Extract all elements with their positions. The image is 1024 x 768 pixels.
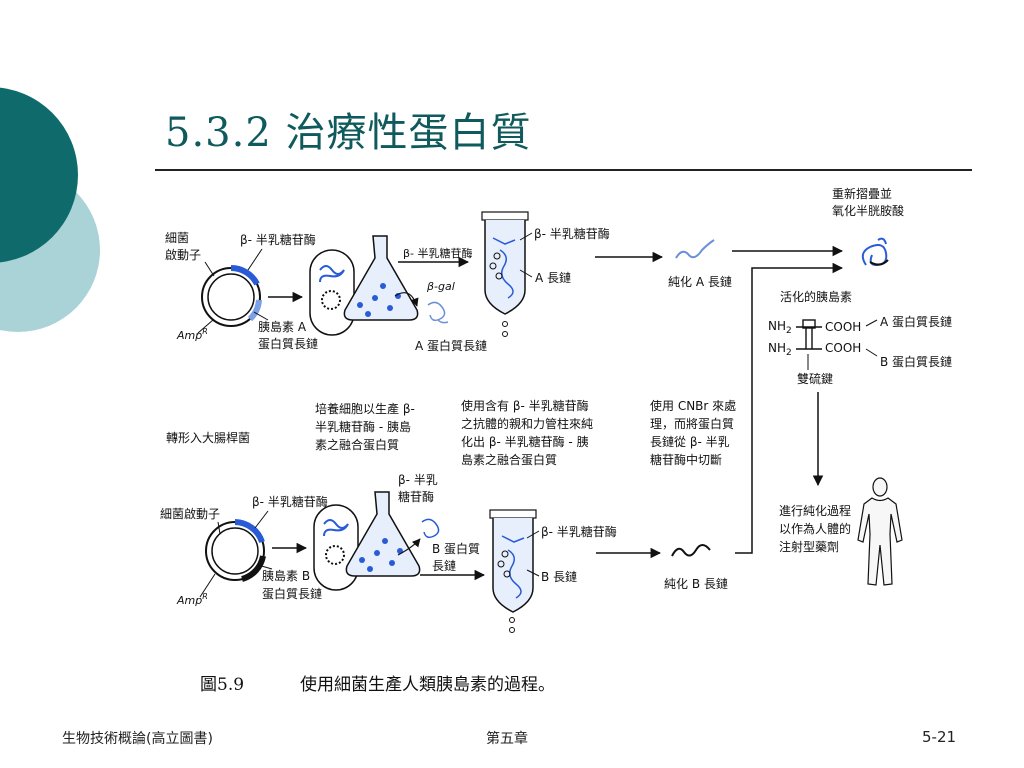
promoter-a-label-1: 細菌 [165, 231, 189, 245]
culture-text-1: 培養細胞以生產 β- [315, 401, 415, 416]
b-chain-protein-label-1: B 蛋白質 [432, 541, 480, 556]
cnbr-text-1: 使用 CNBr 來處 [650, 398, 736, 413]
final-text-3: 注射型藥劑 [779, 539, 839, 554]
beta-gal-flask-b-label-2: 糖苷酶 [398, 489, 434, 504]
insulin-a-label-1: 胰島素 A [258, 319, 307, 334]
nh2-1: NH2 [768, 319, 792, 336]
footer-book-title: 生物技術概論(高立圖書) [62, 731, 213, 747]
purified-a-label: 純化 A 長鏈 [668, 274, 732, 289]
flask-b [345, 491, 421, 577]
cnbr-text-2: 理，而將蛋白質 [650, 416, 734, 431]
purified-b-label: 純化 B 長鏈 [664, 576, 728, 591]
caption-number: 圖5.9 [200, 675, 245, 695]
title-underline [155, 169, 972, 171]
a-chain-label: A 長鏈 [535, 270, 571, 285]
beta-gal-column-b-label: β- 半乳糖苷酶 [541, 524, 617, 539]
bacterium-a [309, 249, 355, 336]
transform-label: 轉形入大腸桿菌 [166, 430, 250, 445]
human-figure-icon [857, 477, 903, 586]
disulfide-label: 雙硫鍵 [797, 371, 833, 386]
cnbr-text-3: 長鏈從 β- 半乳 [650, 434, 730, 449]
activated-insulin-label: 活化的胰島素 [780, 289, 852, 304]
beta-gal-b-label: β- 半乳糖苷酶 [252, 494, 328, 509]
b-chain-protein-right-label: B 蛋白質長鏈 [880, 354, 952, 369]
affinity-text-4: 島素之融合蛋白質 [461, 452, 557, 467]
slide-title: 5.3.2 治療性蛋白質 [165, 110, 532, 156]
beta-gal-short-label: β-gal [426, 280, 455, 293]
ampr-b-label: AmpR [176, 592, 208, 607]
insulin-b-label-1: 胰島素 B [262, 568, 310, 583]
beta-gal-flask-b-label-1: β- 半乳 [398, 473, 438, 487]
figure-caption: 圖5.9 使用細菌生產人類胰島素的過程。 [200, 670, 555, 695]
refold-label-2: 氧化半胱胺酸 [832, 203, 904, 218]
flask-a [343, 235, 419, 321]
refold-label-1: 重新摺疊並 [832, 186, 892, 201]
plasmid-a [201, 261, 262, 327]
plasmid-b [205, 519, 266, 582]
bacterium-b [313, 504, 359, 591]
affinity-text-1: 使用含有 β- 半乳糖苷酶 [461, 398, 589, 413]
footer-page-number: 5-21 [922, 728, 957, 746]
column-a [481, 211, 529, 337]
affinity-text-2: 之抗體的親和力管柱來純 [461, 416, 593, 431]
insulin-production-diagram: 細菌 啟動子 β- 半乳糖苷酶 AmpR 胰島素 A 蛋白質長鏈 β- 半乳糖苷… [160, 186, 952, 633]
final-text-2: 以作為人體的 [779, 521, 851, 536]
cnbr-text-4: 糖苷酶中切斷 [650, 452, 722, 467]
culture-text-2: 半乳糖苷酶 - 胰島 [315, 419, 411, 434]
insulin-structure [796, 319, 822, 350]
beta-gal-flask-a-label: β- 半乳糖苷酶 [403, 246, 473, 260]
insulin-b-label-2: 蛋白質長鏈 [262, 586, 322, 601]
culture-text-3: 素之融合蛋白質 [315, 437, 399, 452]
promoter-b-label: 細菌啟動子 [160, 506, 220, 521]
footer-chapter: 第五章 [486, 731, 528, 747]
b-chain-protein-label-2: 長鏈 [432, 558, 456, 573]
promoter-a-label-2: 啟動子 [165, 247, 201, 262]
nh2-2: NH2 [768, 341, 792, 358]
a-chain-protein-label: A 蛋白質長鏈 [415, 338, 487, 353]
affinity-text-3: 化出 β- 半乳糖苷酶 - 胰 [461, 434, 589, 449]
final-text-1: 進行純化過程 [779, 503, 851, 518]
insulin-a-label-2: 蛋白質長鏈 [258, 336, 318, 351]
b-chain-label: B 長鏈 [541, 569, 577, 584]
ampr-a-label: AmpR [176, 327, 208, 342]
cooh-2: COOH [825, 341, 861, 355]
column-b [489, 509, 537, 633]
beta-gal-column-a-label: β- 半乳糖苷酶 [534, 226, 610, 241]
beta-gal-a-label: β- 半乳糖苷酶 [240, 232, 316, 247]
caption-text: 使用細菌生產人類胰島素的過程。 [300, 675, 555, 695]
cooh-1: COOH [825, 320, 861, 334]
a-chain-protein-right-label: A 蛋白質長鏈 [880, 314, 952, 329]
